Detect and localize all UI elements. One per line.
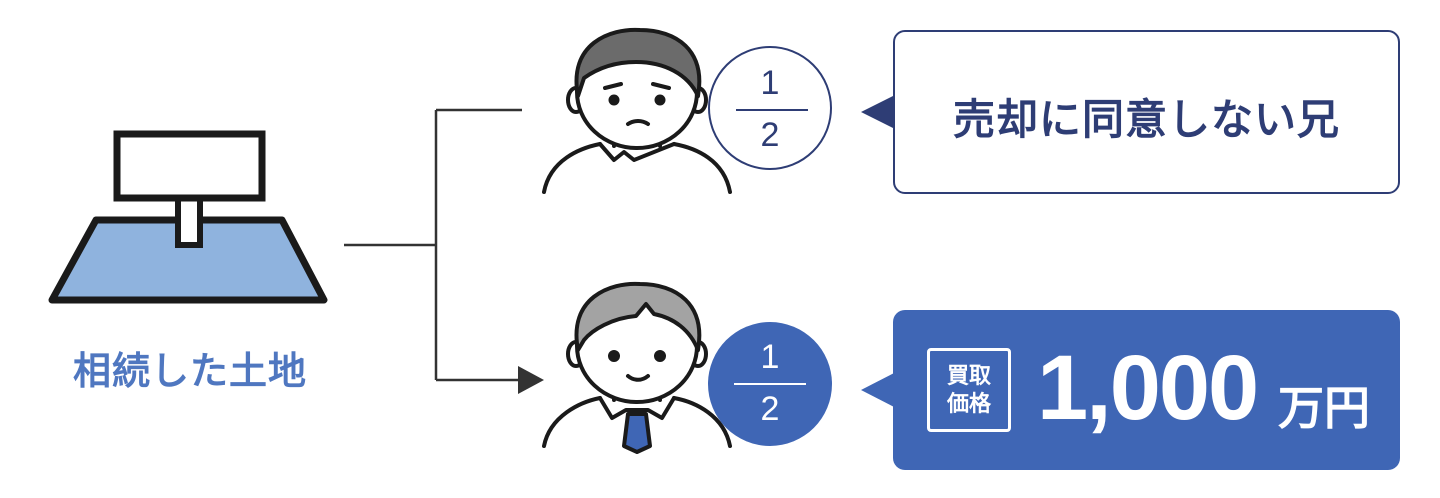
badge-line-1: 買取 [946, 364, 991, 389]
purchase-price-badge: 買取 価格 [927, 348, 1011, 432]
businessman-icon [542, 281, 732, 454]
tree-connector [344, 108, 522, 382]
arrow-head-icon [518, 366, 544, 394]
share-denominator: 2 [760, 116, 780, 154]
land-label: 相続した土地 [72, 349, 307, 393]
share-denominator: 2 [760, 390, 780, 428]
share-numerator: 1 [760, 64, 780, 102]
fraction-bar [734, 383, 806, 385]
share-fraction: 1 2 [708, 46, 832, 170]
badge-line-2: 価格 [946, 392, 991, 417]
price-unit: 万円 [1278, 381, 1370, 435]
purchase-price-callout: 買取 価格 1,000 万円 [893, 310, 1400, 470]
fraction-bar [736, 109, 808, 111]
callout-pointer [861, 372, 896, 408]
share-numerator: 1 [760, 338, 780, 376]
worried-man-icon [542, 27, 732, 194]
land-plot-icon [48, 130, 328, 304]
share-fraction: 1 2 [708, 322, 832, 446]
refusal-callout: 売却に同意しない兄 [893, 30, 1400, 194]
callout-text: 売却に同意しない兄 [952, 95, 1340, 144]
price-value: 1,000 [1037, 337, 1259, 439]
callout-pointer [861, 95, 895, 129]
